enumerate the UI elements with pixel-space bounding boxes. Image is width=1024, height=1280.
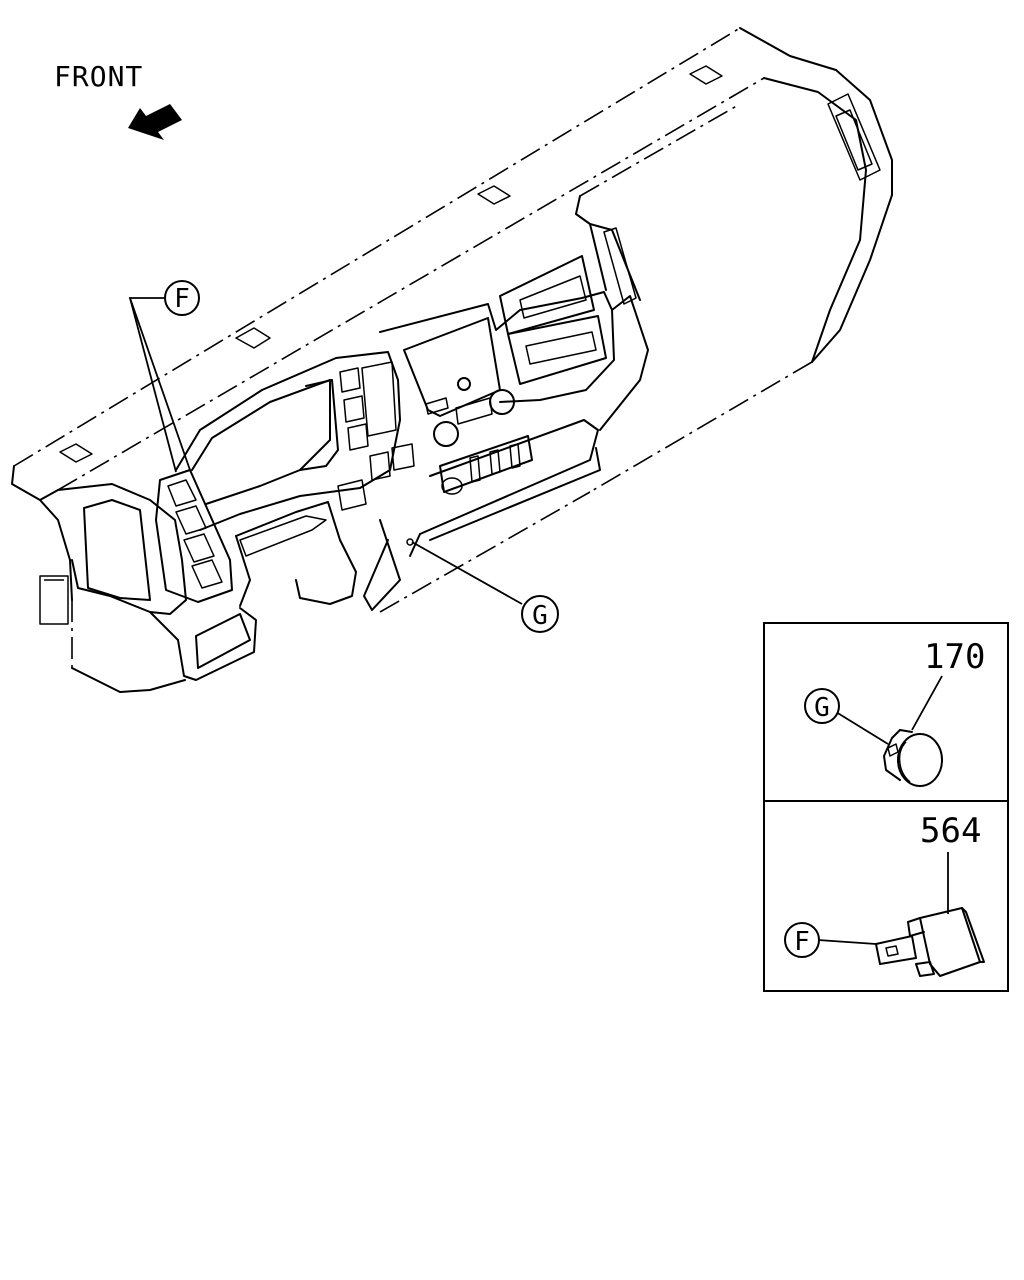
callout-g-main: G [406, 538, 559, 633]
callout-g-detail: G [814, 693, 830, 723]
parts-detail-box [763, 622, 1009, 992]
part-170-detail: 170 G [804, 637, 985, 787]
front-label: FRONT [54, 60, 143, 93]
callout-f-label: F [174, 284, 190, 314]
part-number-564: 564 [920, 811, 981, 851]
part-number-170: 170 [924, 637, 985, 677]
front-arrow-icon [128, 104, 182, 140]
callout-g-label: G [532, 601, 548, 631]
part-564-detail: 564 F [784, 811, 985, 977]
callout-f-detail: F [794, 927, 810, 957]
instrument-panel-drawing [11, 27, 893, 693]
callout-f-main: F [128, 280, 200, 473]
